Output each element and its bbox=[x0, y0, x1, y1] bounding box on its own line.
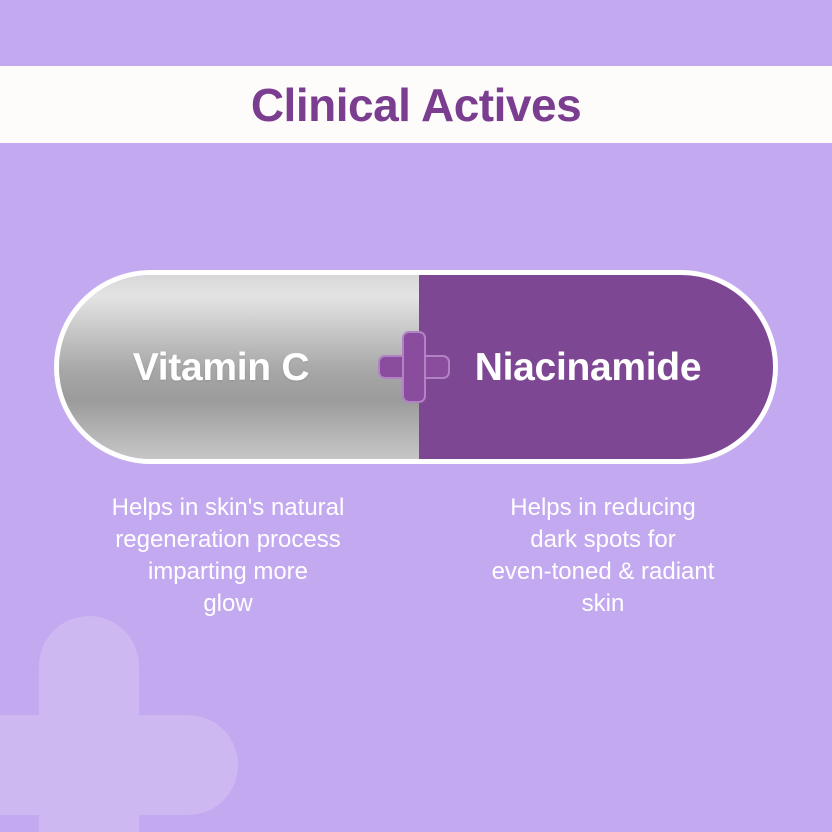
caption-vitamin-c: Helps in skin's natural regeneration pro… bbox=[111, 494, 345, 617]
captions-row: Helps in skin's natural regeneration pro… bbox=[54, 492, 778, 620]
page-title: Clinical Actives bbox=[250, 78, 582, 131]
capsule-graphic: Vitamin C Niacinamide bbox=[54, 270, 778, 464]
cross-horizontal-bar bbox=[0, 715, 238, 815]
caption-niacinamide: Helps in reducing dark spots for even-to… bbox=[491, 494, 715, 617]
capsule-label-right: Niacinamide bbox=[474, 345, 702, 389]
title-band: Clinical Actives bbox=[0, 66, 832, 143]
cross-vertical-bar bbox=[39, 616, 139, 832]
capsule-half-niacinamide: Niacinamide bbox=[419, 275, 773, 459]
capsule-half-vitamin-c: Vitamin C bbox=[59, 275, 419, 459]
capsule-label-left: Vitamin C bbox=[132, 345, 310, 389]
rounded-cross-icon bbox=[0, 616, 238, 832]
capsule: Vitamin C Niacinamide bbox=[54, 270, 778, 464]
